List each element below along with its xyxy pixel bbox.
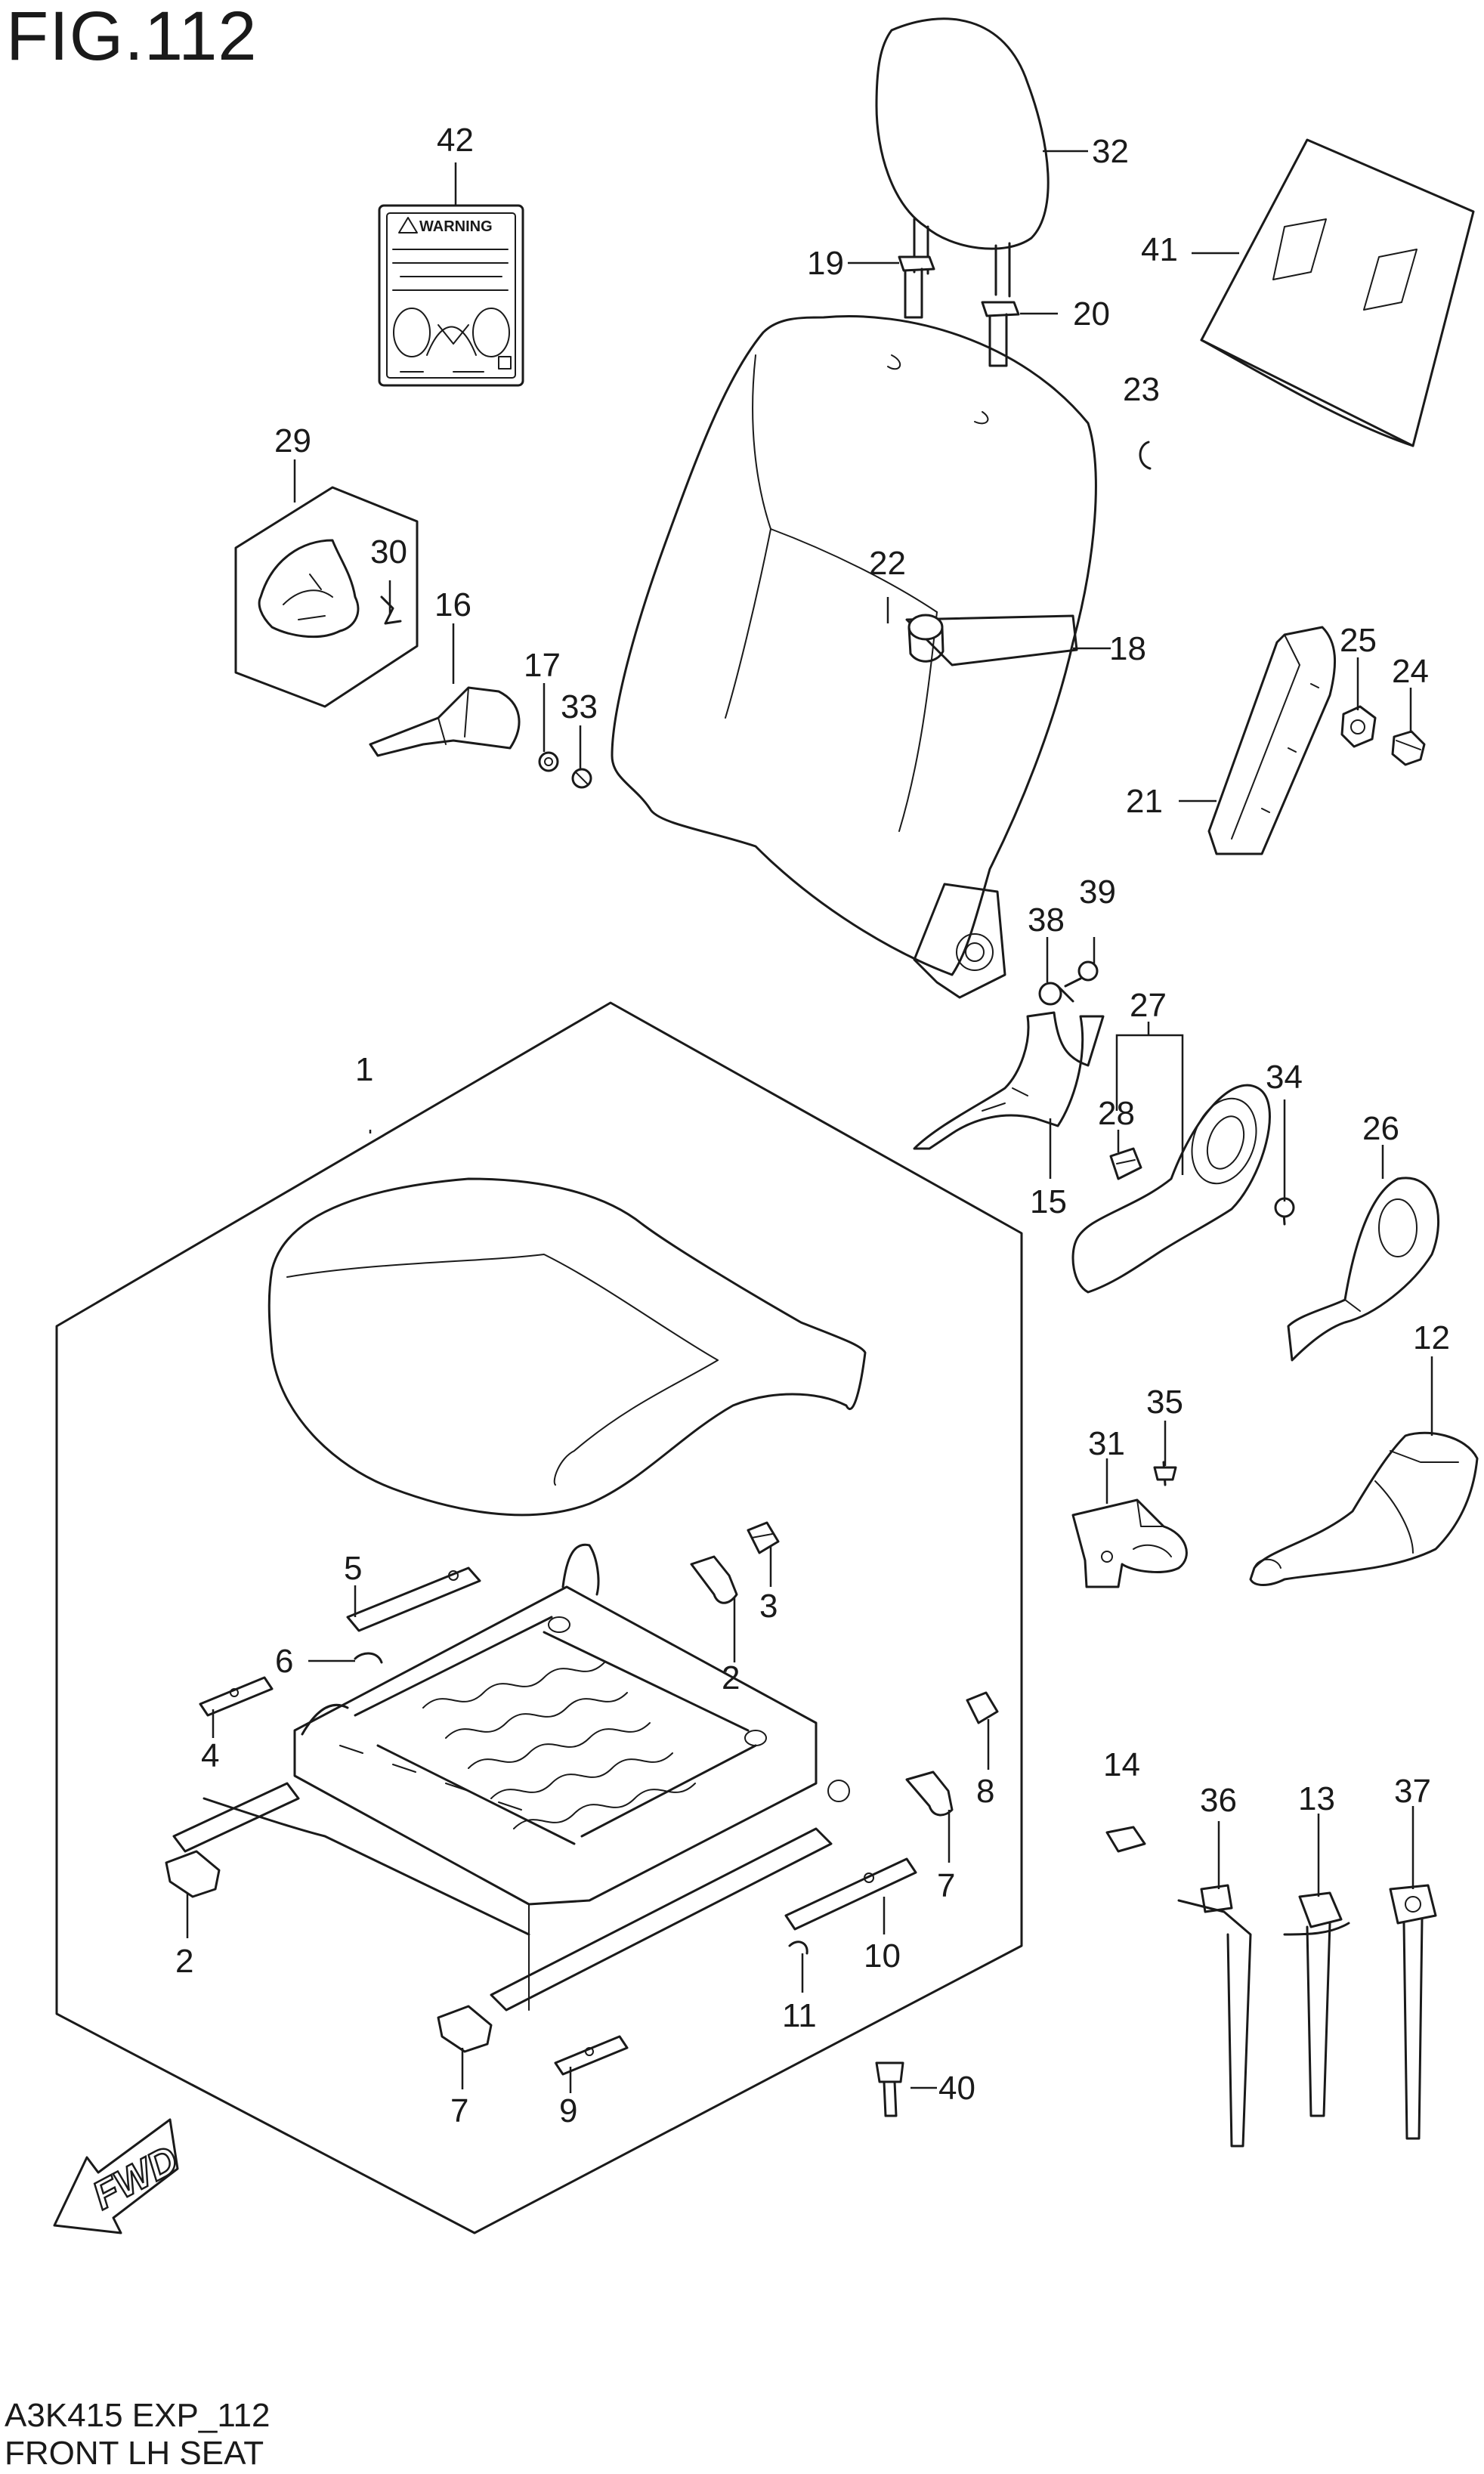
clip-14 (1105, 1826, 1146, 1853)
callout-41: 41 (1141, 231, 1178, 268)
bolt-35 (1153, 1461, 1177, 1486)
callout-6: 6 (275, 1643, 293, 1680)
callout-3: 3 (759, 1588, 778, 1625)
clip-2-top (690, 1555, 738, 1604)
callout-37: 37 (1394, 1773, 1431, 1810)
cover-12 (1249, 1431, 1479, 1586)
clip-28 (1109, 1147, 1142, 1180)
callout-2-left: 2 (175, 1943, 193, 1980)
seat-frame (172, 1543, 850, 2012)
callout-34: 34 (1266, 1059, 1303, 1096)
cover-31 (1071, 1498, 1188, 1588)
callout-19: 19 (807, 245, 844, 282)
rail-cover-10 (784, 1857, 917, 1931)
callout-18: 18 (1109, 630, 1146, 667)
rail-cover-9 (554, 2035, 629, 2076)
callout-38: 38 (1028, 901, 1065, 939)
callout-4: 4 (201, 1737, 219, 1774)
clip-11 (788, 1941, 808, 1955)
trim-16 (369, 686, 521, 757)
headrest (875, 17, 1050, 298)
callout-35: 35 (1146, 1384, 1183, 1421)
headrest-guide-20 (981, 301, 1020, 367)
callout-15: 15 (1030, 1183, 1067, 1220)
screw-39 (1064, 960, 1099, 988)
callout-36: 36 (1200, 1782, 1237, 1819)
seat-back (611, 315, 1097, 999)
callout-25: 25 (1340, 622, 1377, 659)
tie-37 (1389, 1884, 1437, 2140)
clip-23 (1139, 441, 1152, 470)
kit-hexagon-29 (234, 486, 419, 708)
callout-8: 8 (976, 1773, 994, 1810)
callout-16: 16 (434, 586, 471, 623)
nut-24 (1391, 730, 1426, 766)
callout-42: 42 (437, 122, 474, 159)
fwd-arrow: FWD (53, 2118, 186, 2234)
callout-24: 24 (1392, 653, 1429, 690)
callout-30: 30 (370, 533, 407, 571)
warning-label: WARNING (378, 204, 524, 387)
callout-32: 32 (1092, 133, 1129, 170)
callout-31: 31 (1088, 1425, 1125, 1462)
callout-13: 13 (1298, 1780, 1335, 1817)
clip-7-right (905, 1770, 954, 1817)
cushion-assembly-box-1 (55, 1001, 1023, 2234)
warning-label-text: WARNING (419, 218, 493, 235)
bolt-17 (538, 751, 559, 772)
callout-12: 12 (1413, 1319, 1450, 1356)
recliner-cover-27 (1071, 1084, 1271, 1294)
tie-13 (1283, 1891, 1350, 2117)
callout-26: 26 (1362, 1110, 1399, 1147)
ring-6 (354, 1652, 383, 1664)
callout-33: 33 (561, 688, 598, 725)
leader-lines (186, 150, 1433, 2093)
clip-33 (571, 768, 592, 789)
rail-cover-4 (199, 1676, 274, 1717)
bracket-29 (258, 539, 360, 639)
callout-28: 28 (1098, 1095, 1135, 1132)
callout-29: 29 (274, 422, 311, 459)
side-cover-21 (1207, 626, 1337, 855)
figure-code: A3K415 EXP_112 (5, 2397, 271, 2434)
fwd-label: FWD (85, 2138, 185, 2219)
callout-39: 39 (1079, 874, 1116, 911)
callout-5: 5 (344, 1550, 362, 1587)
tie-36 (1177, 1884, 1252, 2148)
callout-1: 1 (355, 1051, 373, 1088)
screw-34 (1274, 1197, 1295, 1226)
figure-title: FIG.112 (6, 0, 258, 75)
callout-2-top: 2 (722, 1659, 740, 1696)
clip-7-bottom (437, 2005, 493, 2053)
callout-23: 23 (1123, 371, 1160, 408)
callout-17: 17 (524, 647, 561, 684)
lever-26 (1287, 1177, 1440, 1362)
headrest-guide-19 (898, 255, 935, 319)
callout-21: 21 (1126, 783, 1163, 820)
nut-25 (1340, 705, 1377, 748)
callout-10: 10 (864, 1937, 901, 1975)
clip-2-left (165, 1850, 221, 1898)
callout-40: 40 (938, 2070, 975, 2107)
callout-9: 9 (559, 2092, 577, 2129)
callout-27: 27 (1130, 987, 1167, 1024)
clip-3 (747, 1521, 780, 1554)
callout-22: 22 (869, 545, 906, 582)
seat-back-cover (1200, 138, 1475, 447)
rail-cover-5 (346, 1566, 481, 1632)
bracket-15 (913, 1011, 1105, 1150)
callout-20: 20 (1073, 295, 1110, 332)
callout-14: 14 (1103, 1746, 1140, 1783)
callout-numbers: 1 2 2 3 4 5 6 7 7 8 9 10 11 12 13 14 15 … (175, 122, 1450, 2129)
callout-11: 11 (782, 1997, 817, 2034)
bolt-38 (1038, 982, 1074, 1006)
callout-7-bottom: 7 (450, 2092, 468, 2129)
seat-cushion (267, 1177, 867, 1517)
bolt-40 (875, 2061, 904, 2117)
callout-7-right: 7 (937, 1867, 955, 1904)
figure-name: FRONT LH SEAT (5, 2435, 264, 2472)
clip-30 (380, 595, 402, 625)
clip-8 (966, 1691, 999, 1724)
